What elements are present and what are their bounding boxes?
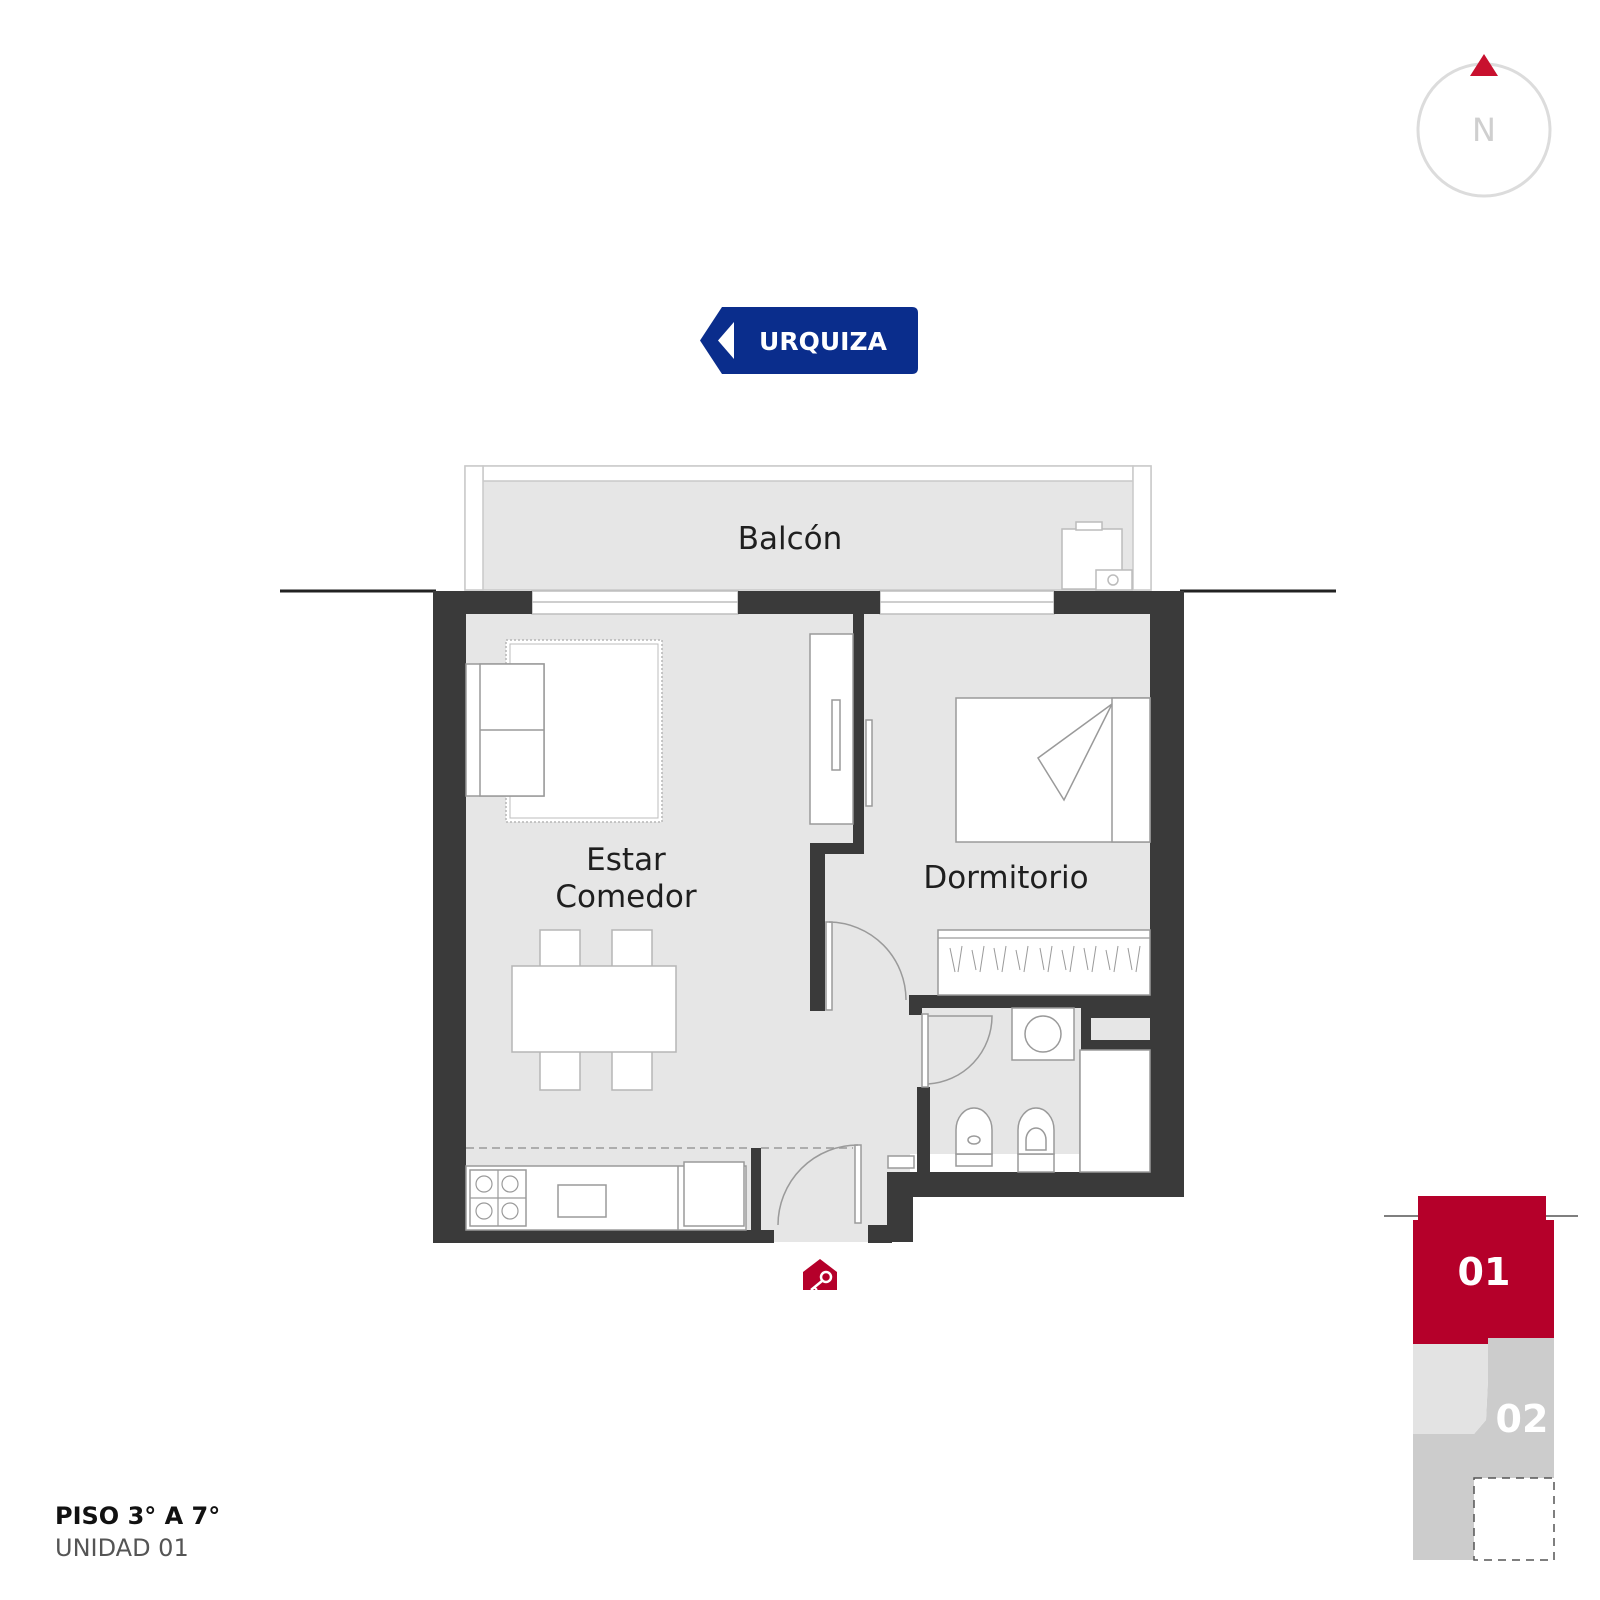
- dining-table: [511, 929, 677, 1091]
- key-plan-outline: [1473, 1477, 1555, 1561]
- toilet-icon: [1017, 1107, 1055, 1173]
- bedroom-label: Dormitorio: [923, 860, 1088, 896]
- unit-title: UNIDAD 01: [55, 1534, 189, 1562]
- kitchen: [465, 1147, 853, 1231]
- key-plan-unit-01: [1413, 1196, 1554, 1344]
- hangers: [949, 945, 1141, 973]
- key-plan-unit-01-label: 01: [1458, 1250, 1511, 1294]
- arrow-left-icon: [718, 322, 734, 359]
- sink-icon: [557, 1184, 607, 1218]
- north-arrow-icon: [1470, 54, 1498, 76]
- key-plan-common: [1413, 1340, 1488, 1434]
- windows: [531, 590, 1055, 615]
- bathroom: [887, 1007, 1151, 1173]
- washbasin-icon: [1024, 1015, 1062, 1053]
- balcony-side-left: [464, 465, 484, 591]
- fridge-icon: [683, 1161, 745, 1227]
- living-wardrobe: [809, 633, 873, 825]
- key-plan: 01 02: [1384, 1196, 1578, 1561]
- street-sign-shape: [700, 307, 918, 374]
- bed: [955, 697, 1151, 843]
- floor-info: PISO 3° A 7° UNIDAD 01: [55, 1500, 220, 1564]
- door-swings: [777, 921, 993, 1226]
- key-plan-unit-02-label: 02: [1496, 1397, 1549, 1441]
- balcony-label: Balcón: [738, 521, 843, 557]
- compass: N: [1416, 54, 1552, 198]
- duct-icon: [887, 1155, 915, 1169]
- key-icon: [803, 1259, 837, 1291]
- balcony: Balcón: [464, 465, 1152, 591]
- balcony-side-right: [1132, 465, 1152, 591]
- street-sign: URQUIZA: [700, 307, 918, 374]
- walls: [433, 591, 1184, 1243]
- balcony-floor: [464, 465, 1152, 591]
- shower-icon: [1079, 1049, 1151, 1173]
- ac-unit-icon: [1061, 521, 1133, 591]
- bedroom-wardrobe: [937, 929, 1151, 996]
- street-label: URQUIZA: [759, 327, 888, 356]
- balcony-railing: [482, 465, 1134, 482]
- key-plan-unit-02: [1413, 1338, 1554, 1560]
- floor-title: PISO 3° A 7°: [55, 1502, 221, 1530]
- north-label: N: [1472, 111, 1496, 149]
- living-label-line1: Estar: [586, 842, 666, 878]
- sofa-rug: [465, 639, 663, 823]
- bidet-icon: [955, 1107, 993, 1167]
- living-label-line2: Comedor: [555, 879, 697, 915]
- stove-burners: [470, 1170, 526, 1226]
